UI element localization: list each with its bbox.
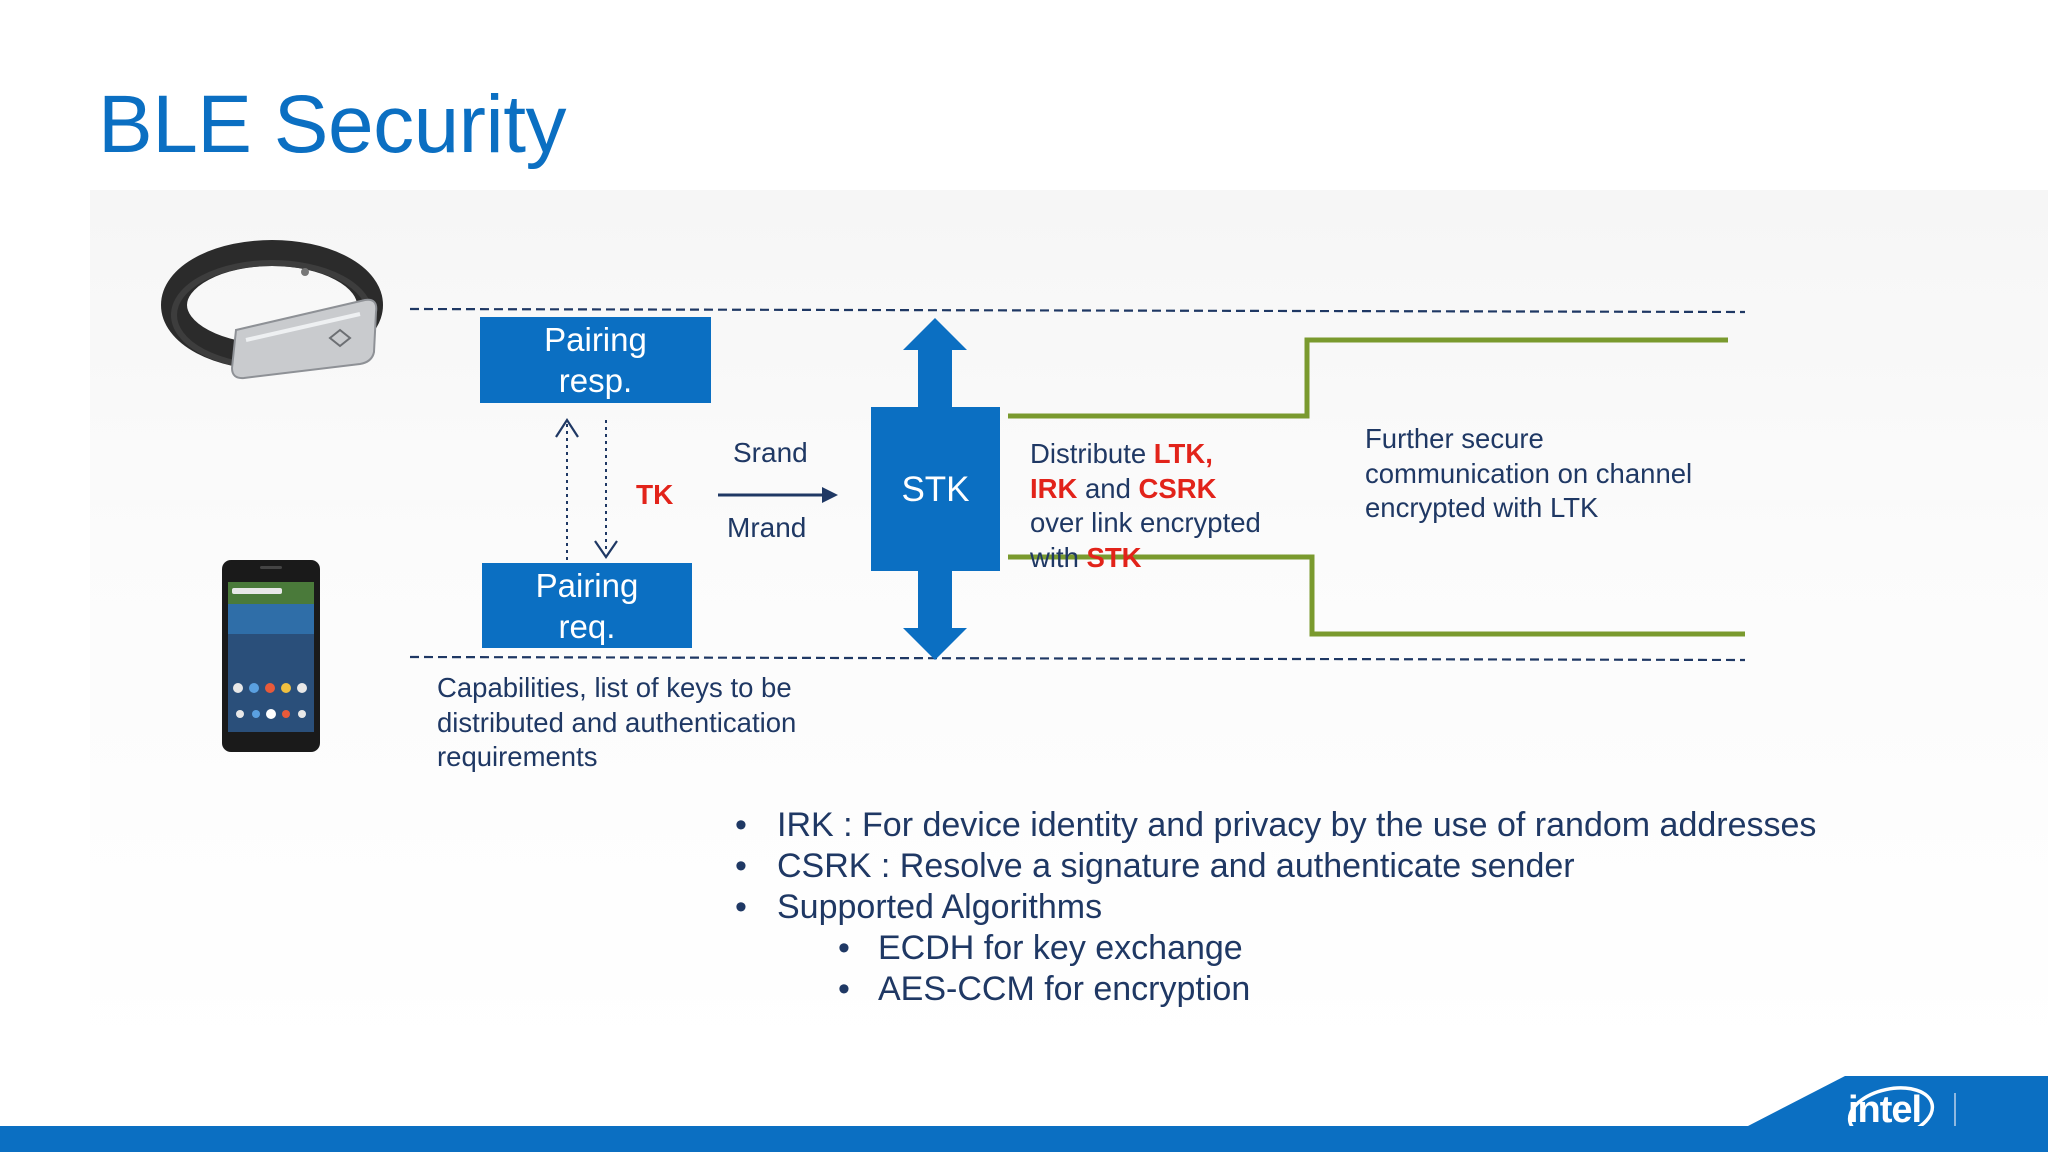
bullet-text: Supported Algorithms (777, 888, 1103, 926)
further-secure-text: Further secure communication on channel … (1365, 423, 1693, 523)
intel-logo: intel (1848, 1089, 1922, 1131)
page-title: BLE Security (98, 79, 566, 170)
bullet-dot: • (735, 806, 747, 844)
diagram-panel (90, 190, 2048, 1060)
distribute-text: Distribute LTK, IRK and CSRK over link e… (1030, 437, 1290, 575)
mrand-label: Mrand (727, 512, 807, 543)
csrk-key: CSRK (1138, 472, 1217, 504)
stk-key: STK (1086, 541, 1142, 573)
bullet-dot: • (735, 888, 747, 926)
bullet-dot: • (735, 847, 747, 885)
and-word: and (1077, 472, 1139, 504)
distribute-line3: over link encrypted (1030, 507, 1261, 538)
bullet-text: IRK : For device identity and privacy by… (777, 806, 1817, 844)
bullet-text: CSRK : Resolve a signature and authentic… (777, 847, 1575, 885)
fitness-band-icon (161, 240, 383, 380)
bullet-text: ECDH for key exchange (878, 929, 1243, 967)
distribute-with: with (1030, 541, 1087, 573)
footer-bar (0, 1126, 2048, 1152)
bullet-dot: • (838, 970, 850, 1008)
tk-label: TK (636, 479, 674, 510)
bullet-text: AES-CCM for encryption (878, 970, 1251, 1008)
bullet-dot: • (838, 929, 850, 967)
pairing-request-box: Pairing req. (482, 563, 692, 648)
stk-double-arrow (903, 318, 967, 660)
pairing-response-box: Pairing resp. (480, 317, 711, 403)
stk-box: STK (871, 407, 1000, 571)
ltk-key: LTK, (1153, 438, 1213, 469)
distribute-word: Distribute (1030, 438, 1154, 469)
capabilities-text: Capabilities, list of keys to be distrib… (437, 672, 797, 772)
smartphone-icon (222, 560, 320, 752)
irk-key: IRK (1030, 472, 1078, 504)
srand-label: Srand (733, 437, 808, 468)
